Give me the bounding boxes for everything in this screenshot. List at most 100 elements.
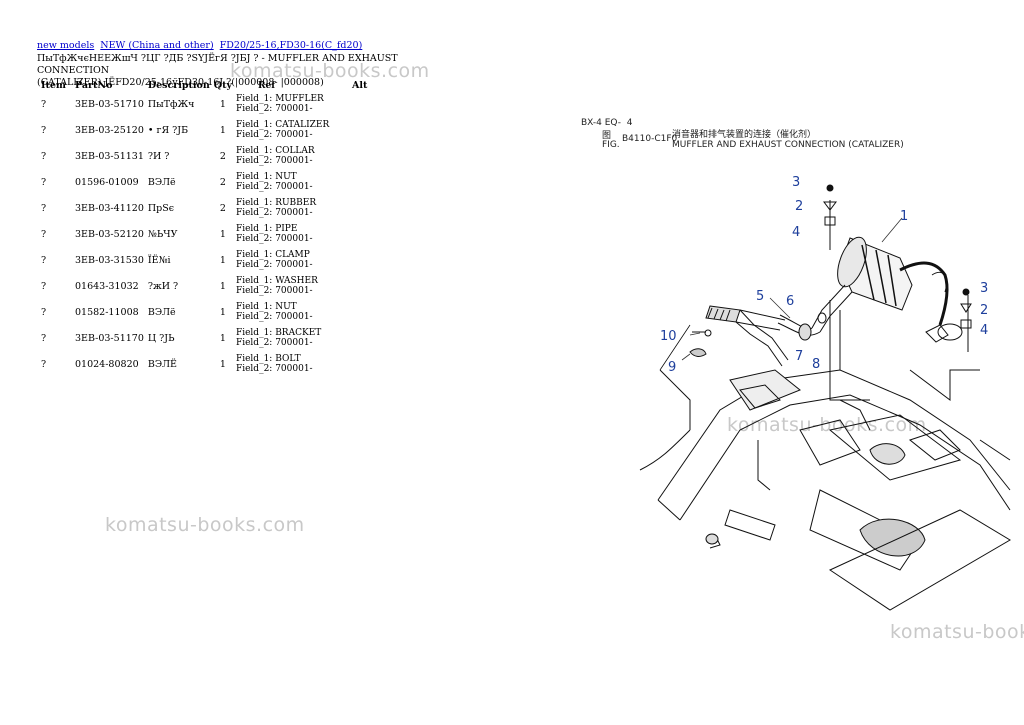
cell-qty: 1	[219, 358, 226, 370]
cell-partno: 3EB-03-51170	[75, 332, 144, 344]
cell-alt	[350, 221, 374, 247]
callout-number: 4	[980, 323, 988, 338]
cell-qty: 2	[219, 176, 226, 188]
ref-field-2: Field_2: 700001-	[235, 338, 313, 348]
ref-field-2: Field_2: 700001-	[235, 156, 313, 166]
ref-field-1: Field_1: NUT	[235, 172, 297, 182]
nut-drawing	[817, 312, 827, 324]
cell-alt	[350, 351, 374, 377]
ref-field-1: Field_1: COLLAR	[235, 146, 315, 156]
watermark: komatsu-books.com	[230, 60, 430, 82]
cell-partno: 01582-11008	[75, 306, 139, 318]
cell-alt	[350, 143, 374, 169]
ref-field-2: Field_2: 700001-	[235, 130, 313, 140]
cell-partno: 3EB-03-51131	[75, 150, 144, 162]
cell-item: ?	[41, 228, 47, 240]
cell-partno: 01024-80820	[75, 358, 139, 370]
cell-description: ПыТфЖч	[147, 98, 195, 110]
cell-partno: 3EB-03-51710	[75, 98, 144, 110]
ref-field-1: Field_1: WASHER	[235, 276, 318, 286]
cell-alt	[350, 299, 374, 325]
cell-alt	[350, 117, 374, 143]
figure-number: B4110-C1F0	[622, 134, 678, 144]
parts-table: Item PartNo Description Qty Ref Alt ?3EB…	[37, 80, 374, 377]
breadcrumb-link-new-china[interactable]: NEW (China and other)	[100, 40, 214, 51]
cell-alt	[350, 91, 374, 117]
cell-partno: 3EB-03-41120	[75, 202, 144, 214]
cell-qty: 1	[219, 228, 226, 240]
cell-partno: 01596-01009	[75, 176, 139, 188]
breadcrumb-link-model[interactable]: FD20/25-16,FD30-16(C_fd20)	[219, 40, 363, 51]
cell-description: ВЭЛё	[147, 176, 176, 188]
cell-partno: 3EB-03-31530	[75, 254, 144, 266]
table-header-row: Item PartNo Description Qty Ref Alt	[37, 80, 374, 91]
ref-field-2: Field_2: 700001-	[235, 312, 313, 322]
figure-title-zh: 消音器和排气装置的连接（催化剂）	[672, 130, 817, 140]
cell-partno: 3EB-03-52120	[75, 228, 144, 240]
watermark: komatsu-books.com	[890, 621, 1024, 643]
cell-description: • гЯ ?ЈБ	[147, 124, 189, 136]
callout-number: 6	[786, 294, 794, 309]
bolt-stack-right-drawing	[960, 288, 972, 329]
cell-item: ?	[41, 150, 47, 162]
cell-alt	[350, 195, 374, 221]
figure-label-en: FIG.	[602, 140, 620, 150]
ref-field-1: Field_1: CATALIZER	[235, 120, 330, 130]
cell-description: №ЬЧУ	[147, 228, 178, 240]
ref-field-2: Field_2: 700001-	[235, 286, 313, 296]
watermark: komatsu-books.com	[105, 514, 305, 536]
ref-field-2: Field_2: 700001-	[235, 208, 313, 218]
cell-alt	[350, 325, 374, 351]
cell-qty: 1	[219, 98, 226, 110]
cell-qty: 2	[219, 150, 226, 162]
breadcrumb-link-new-models[interactable]: new models	[37, 40, 95, 51]
cell-description: ЇЁ№і	[147, 254, 171, 266]
cell-alt	[350, 273, 374, 299]
ref-field-1: Field_1: MUFFLER	[235, 94, 324, 104]
callout-number: 2	[795, 199, 803, 214]
watermark: komatsu-books.com	[727, 414, 927, 436]
ref-field-2: Field_2: 700001-	[235, 260, 313, 270]
cell-alt	[350, 247, 374, 273]
ref-field-1: Field_1: RUBBER	[235, 198, 317, 208]
callout-number: 1	[900, 209, 908, 224]
cell-qty: 1	[219, 332, 226, 344]
cell-qty: 1	[219, 124, 226, 136]
cell-item: ?	[41, 124, 47, 136]
collar-drawing	[798, 323, 812, 341]
bolt-stack-drawing	[823, 184, 837, 226]
cell-qty: 1	[219, 306, 226, 318]
cell-qty: 1	[219, 280, 226, 292]
ref-field-1: Field_1: NUT	[235, 302, 297, 312]
callout-number: 5	[756, 289, 764, 304]
ref-field-2: Field_2: 700001-	[235, 182, 313, 192]
ref-field-2: Field_2: 700001-	[235, 234, 313, 244]
callout-number: 3	[980, 281, 988, 296]
cell-item: ?	[41, 358, 47, 370]
callout-number: 4	[792, 225, 800, 240]
cell-description: ?жИ ?	[147, 280, 179, 292]
cell-alt	[350, 169, 374, 195]
ref-field-1: Field_1: BRACKET	[235, 328, 322, 338]
cell-qty: 1	[219, 254, 226, 266]
callout-number: 8	[812, 357, 820, 372]
